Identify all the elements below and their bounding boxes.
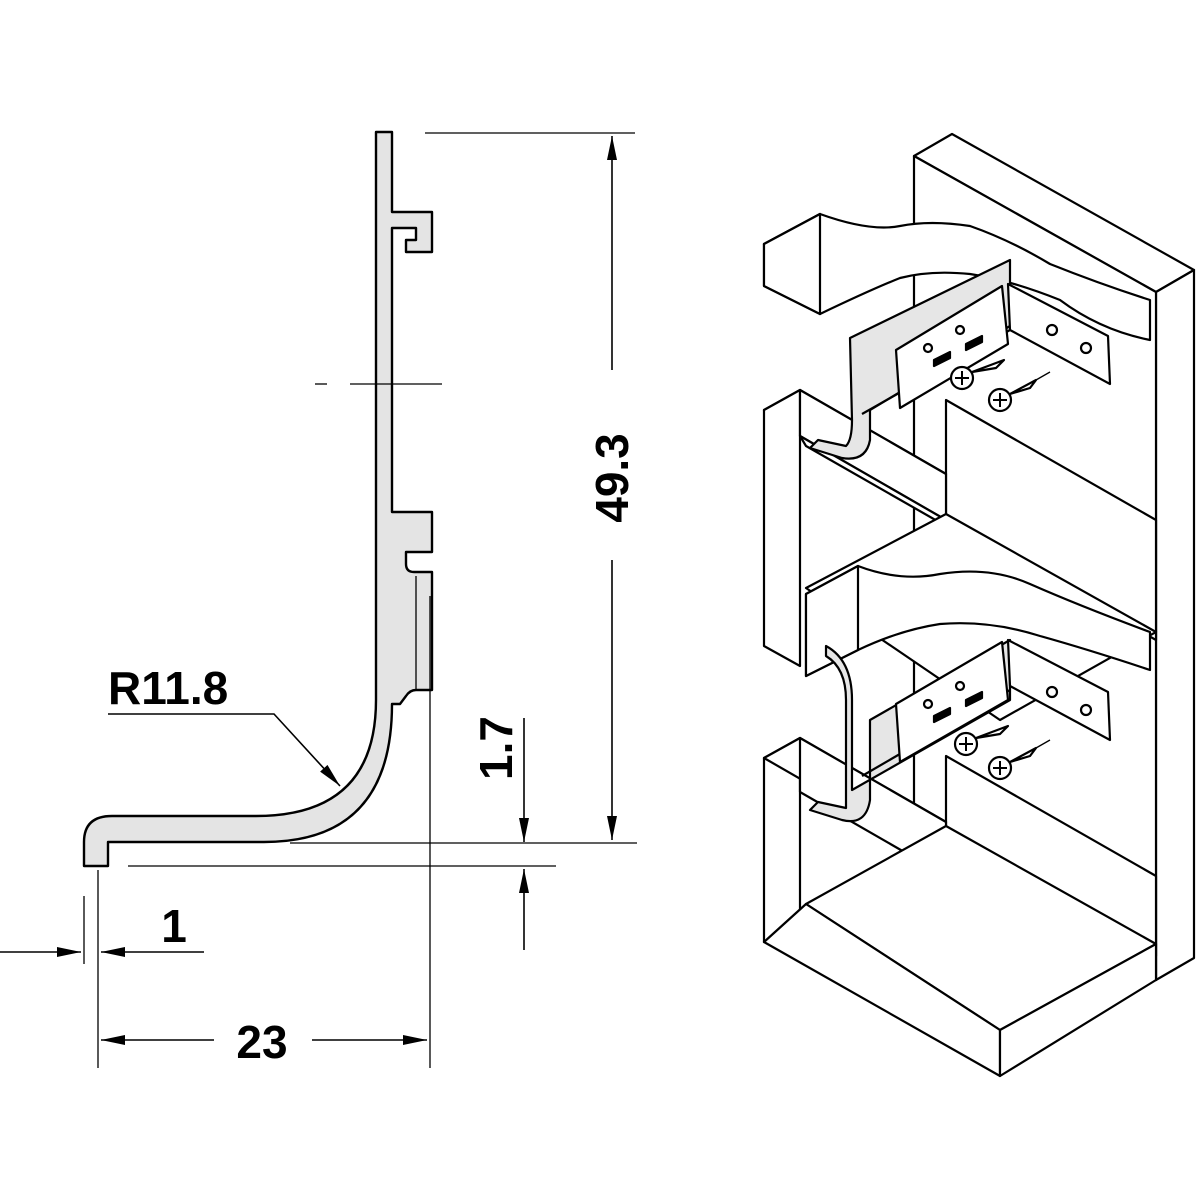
profile-section (82, 130, 434, 868)
height-label: 49.3 (586, 433, 638, 523)
profile-outline (82, 130, 434, 868)
height-dimension: 49.3 (290, 132, 638, 844)
upper-bracket-slot (964, 334, 984, 352)
radius-dimension: R11.8 (108, 662, 341, 787)
upper-bracket-flange (1006, 282, 1112, 386)
lower-bracket-hole (1079, 703, 1093, 717)
bottom-box-side (998, 942, 1158, 1078)
top-slab-side (762, 212, 822, 316)
radius-label: R11.8 (108, 662, 228, 714)
lower-screws (953, 724, 1051, 781)
upper-bracket-hole (954, 324, 966, 336)
upper-bracket-hole (1079, 341, 1093, 355)
upper-bracket-plate (894, 284, 1010, 410)
side-panel-face (1154, 268, 1196, 982)
lower-bracket-hole (922, 698, 934, 710)
upper-bracket-hole (922, 342, 934, 354)
lower-bracket-slot (932, 706, 952, 724)
width-dimension: 23 (101, 1016, 427, 1068)
lower-bracket-hole (1045, 685, 1059, 699)
thickness-dimension: 1 (0, 870, 204, 1068)
middle-slab (804, 564, 1152, 678)
cabinet-illustration (762, 132, 1196, 1078)
middle-slab-front (804, 564, 860, 678)
thickness-label: 1 (161, 900, 187, 952)
upper-screws (949, 358, 1051, 413)
upper-front-face (762, 388, 802, 668)
upper-bracket-hole (1045, 323, 1059, 337)
lower-bracket-hole (954, 680, 966, 692)
offset-dimension: 1.7 (128, 716, 556, 950)
lower-bracket-plate (894, 640, 1010, 764)
lower-bracket-slot (964, 690, 984, 708)
upper-bracket-slot (932, 350, 952, 368)
width-label: 23 (236, 1016, 287, 1068)
top-slab-top (762, 212, 1152, 342)
offset-label: 1.7 (470, 716, 522, 780)
